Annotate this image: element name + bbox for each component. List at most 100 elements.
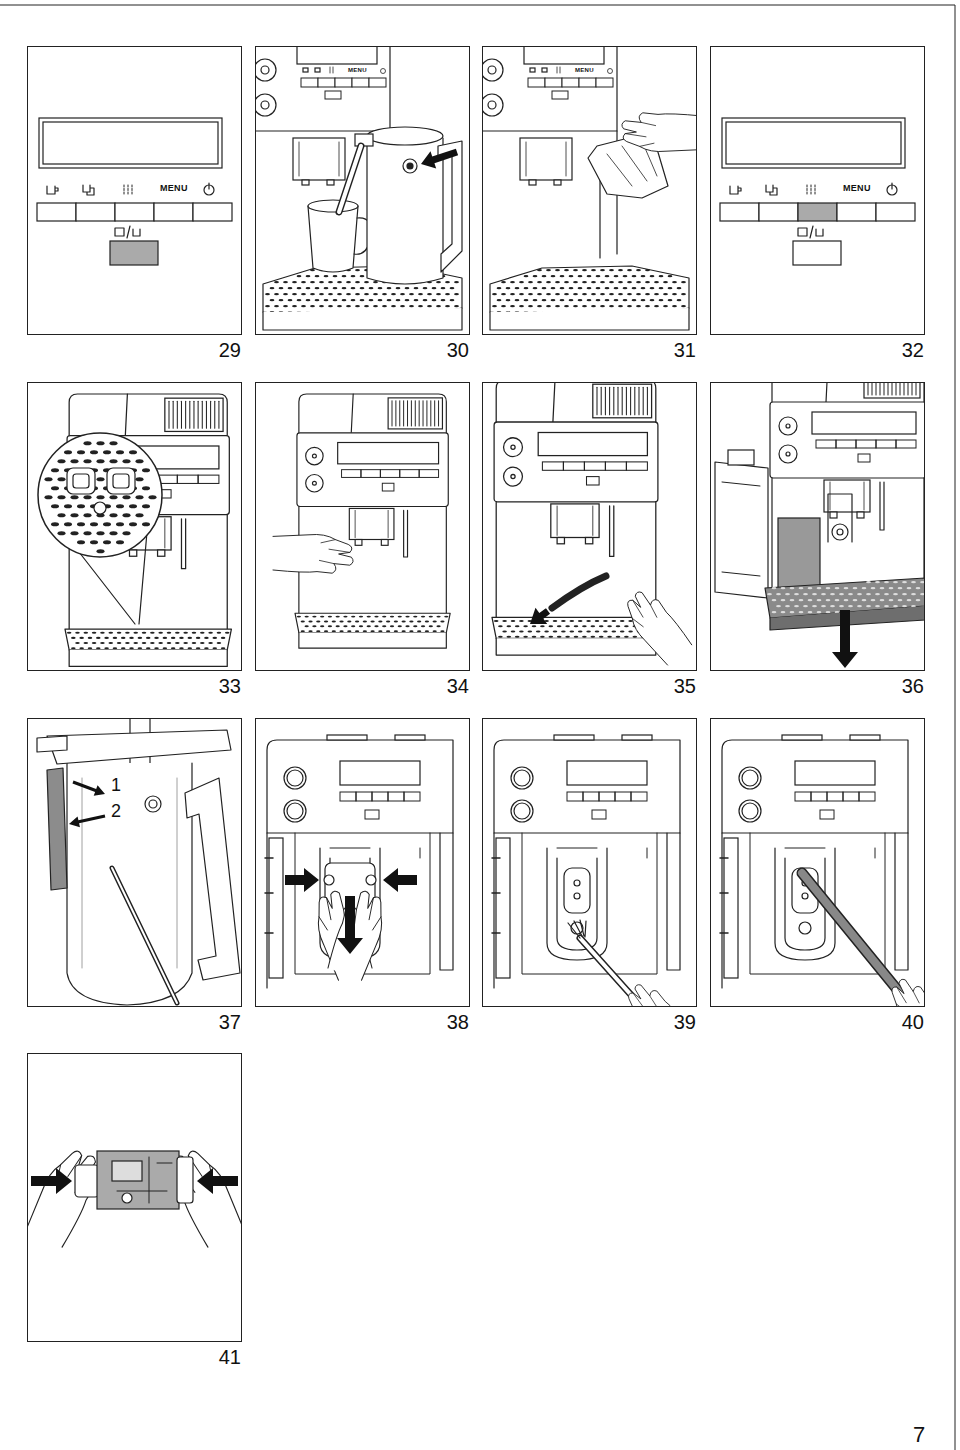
- line-art: [436, 305, 441, 307]
- line-art: [218, 401, 219, 428]
- line-art: [554, 735, 594, 740]
- line-art: [494, 740, 680, 833]
- line-art: [568, 920, 586, 938]
- line-art: [672, 305, 677, 307]
- line-art: [171, 647, 176, 649]
- line-art: [107, 468, 135, 494]
- line-art: [306, 299, 311, 301]
- line-art: [555, 281, 560, 283]
- line-art: [632, 287, 637, 289]
- line-art: [339, 146, 361, 212]
- line-art: [902, 593, 907, 595]
- line-art: [445, 293, 450, 295]
- hand-drawing: [27, 1143, 106, 1249]
- button-label: MENU: [843, 184, 871, 193]
- line-art: [217, 632, 222, 634]
- line-art: [812, 593, 817, 595]
- figure-panel: 35: [482, 382, 697, 698]
- line-art: [573, 281, 578, 283]
- panel-frame: [482, 382, 697, 671]
- line-art: [97, 459, 105, 463]
- line-art: [265, 305, 270, 307]
- line-art: [770, 402, 925, 478]
- line-art: [355, 540, 362, 546]
- line-art: [722, 740, 908, 833]
- line-art: [374, 625, 378, 627]
- line-art: [560, 275, 565, 277]
- hand-drawing: [325, 887, 393, 981]
- figure-number: 35: [674, 676, 696, 696]
- line-art: [407, 401, 408, 426]
- line-art: [196, 647, 201, 649]
- line-art: [261, 66, 269, 74]
- line-art: [77, 504, 85, 508]
- line-art: [355, 630, 359, 632]
- line-art: [603, 630, 608, 632]
- line-art: [346, 281, 351, 283]
- line-art: [790, 599, 795, 601]
- panel-frame: [27, 46, 242, 335]
- line-art: [440, 620, 444, 622]
- line-art: [284, 800, 306, 822]
- line-art: [668, 287, 673, 289]
- line-art: [720, 858, 728, 933]
- line-art: [647, 387, 648, 414]
- line-art: [496, 838, 510, 978]
- line-art: [388, 398, 442, 429]
- line-art: [582, 293, 587, 295]
- line-art: [820, 810, 834, 819]
- line-art: [872, 382, 873, 395]
- line-art: [565, 636, 570, 638]
- line-art: [546, 269, 551, 271]
- line-art: [301, 281, 306, 283]
- line-art: [533, 299, 538, 301]
- line-art: [351, 625, 355, 627]
- line-art: [616, 625, 621, 627]
- line-art: [663, 293, 668, 295]
- line-art: [912, 382, 913, 395]
- line-art: [69, 394, 227, 436]
- line-art: [826, 382, 828, 402]
- line-art: [445, 305, 450, 307]
- line-art: [609, 293, 614, 295]
- line-art: [193, 203, 232, 221]
- line-art: [533, 287, 538, 289]
- line-art: [75, 632, 80, 634]
- line-art: [398, 616, 402, 618]
- line-art: [79, 637, 84, 639]
- line-art: [551, 299, 556, 301]
- line-art: [544, 630, 549, 632]
- line-art: [848, 605, 853, 607]
- line-art: [347, 630, 351, 632]
- line-art: [133, 632, 138, 634]
- line-art: [836, 440, 856, 448]
- line-art: [104, 637, 109, 639]
- line-art: [523, 636, 528, 638]
- line-art: [880, 587, 885, 589]
- line-art: [270, 299, 275, 301]
- line-art: [600, 293, 605, 295]
- line-art: [263, 308, 462, 330]
- line-art: [677, 287, 682, 289]
- line-art: [142, 632, 147, 634]
- line-art: [274, 305, 279, 307]
- line-art: [391, 305, 396, 307]
- line-art: [113, 637, 118, 639]
- line-art: [802, 873, 900, 993]
- line-art: [92, 632, 97, 634]
- line-art: [524, 287, 529, 289]
- line-art: [73, 474, 89, 488]
- line-art: [51, 504, 59, 508]
- line-art: [613, 387, 614, 414]
- line-art: [766, 185, 777, 195]
- line-art: [369, 78, 386, 87]
- line-art: [154, 203, 193, 221]
- line-art: [889, 599, 894, 601]
- line-art: [634, 387, 635, 414]
- line-art: [567, 792, 583, 801]
- line-art: [898, 587, 903, 589]
- line-art: [526, 142, 566, 176]
- line-art: [202, 401, 203, 428]
- line-art: [337, 305, 342, 307]
- figure-number: 34: [447, 676, 469, 696]
